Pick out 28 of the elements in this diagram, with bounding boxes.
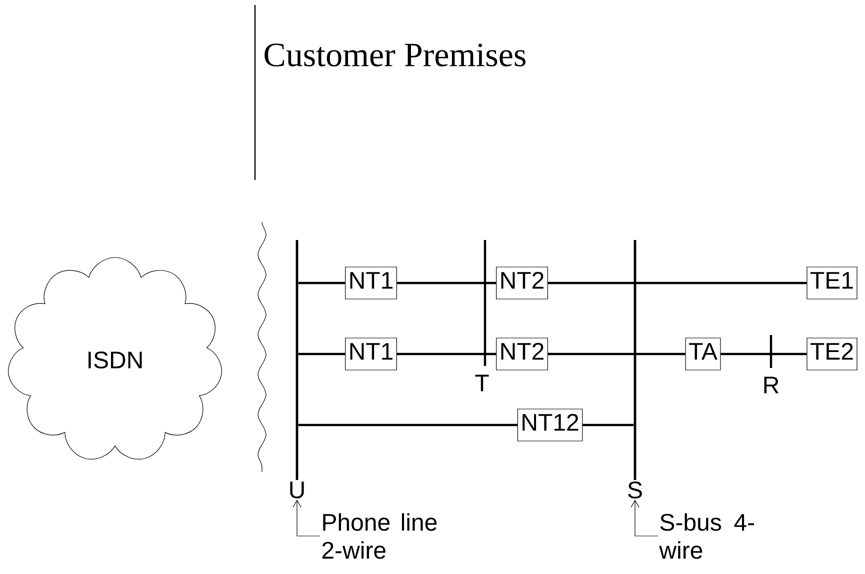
device-box: NT2 <box>496 266 548 300</box>
leader-arrow <box>630 500 658 536</box>
reference-point-label: R <box>764 376 779 394</box>
connection-line <box>582 424 634 426</box>
note-text: Phone line 2-wire <box>322 513 437 559</box>
device-box: TE2 <box>806 338 858 370</box>
connection-line <box>396 282 496 284</box>
device-box: NT12 <box>517 408 583 442</box>
reference-point-label: U <box>290 482 304 498</box>
connection-line <box>720 352 807 356</box>
connection-line <box>298 352 346 356</box>
device-box: NT2 <box>496 338 548 370</box>
reference-point-label: T <box>475 374 489 392</box>
note-text: S-bus 4-wire <box>659 513 754 559</box>
connection-line <box>548 352 686 356</box>
bus-line <box>296 240 298 480</box>
device-box: NT1 <box>345 338 397 370</box>
device-box: NT1 <box>345 266 397 300</box>
connection-line <box>396 352 496 356</box>
device-box: TE1 <box>806 266 858 300</box>
connection-line <box>548 282 807 284</box>
bus-line <box>634 240 636 480</box>
connection-line <box>298 424 518 426</box>
connection-line <box>298 282 346 284</box>
reference-point-label: S <box>628 482 642 498</box>
device-box: TA <box>685 338 721 370</box>
heading-text: Customer Premises <box>264 44 526 66</box>
leader-arrow <box>292 500 320 536</box>
